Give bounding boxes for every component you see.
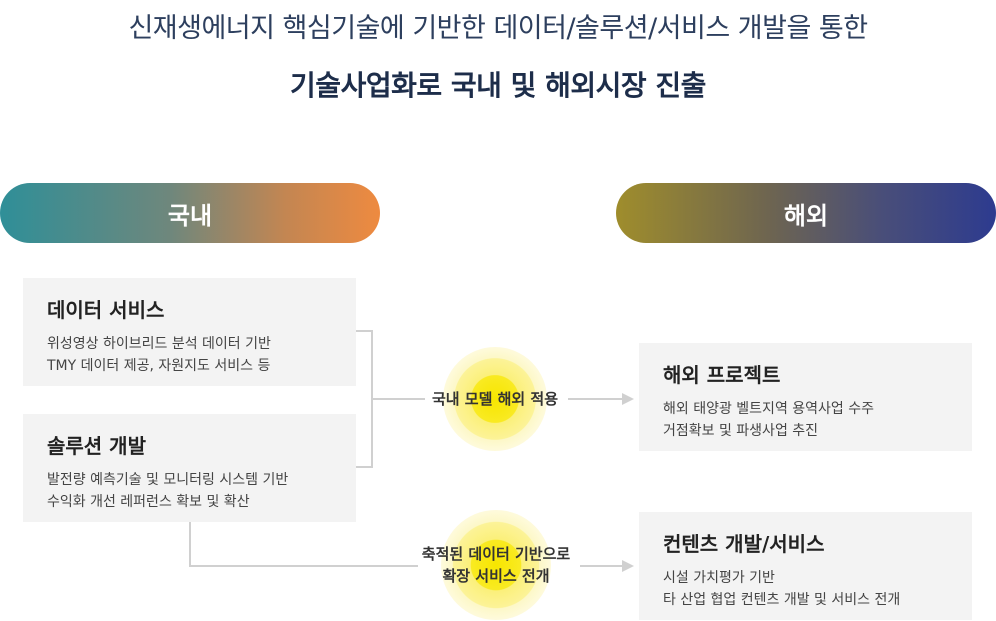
card-solution-dev: 솔루션 개발 발전량 예측기술 및 모니터링 시스템 기반 수익화 개선 레퍼런… xyxy=(23,414,356,522)
bottom-connector-label-line1: 축적된 데이터 기반으로 xyxy=(421,545,571,563)
card-data-service-title: 데이터 서비스 xyxy=(47,298,165,322)
bottom-connector-left xyxy=(189,522,418,567)
bottom-glow-node xyxy=(441,510,551,620)
card-data-service-line2: TMY 데이터 제공, 자원지도 서비스 등 xyxy=(47,358,271,374)
headline-line1: 신재생에너지 핵심기술에 기반한 데이터/솔루션/서비스 개발을 통한 xyxy=(128,13,868,44)
card-overseas-project-line2: 거점확보 및 파생사업 추진 xyxy=(663,423,819,439)
card-data-service-line1: 위성영상 하이브리드 분석 데이터 기반 xyxy=(47,336,271,352)
card-content-dev-line2: 타 산업 협업 컨텐츠 개발 및 서비스 전개 xyxy=(663,592,901,608)
headline-line2: 기술사업화로 국내 및 해외시장 진출 xyxy=(290,69,706,102)
card-overseas-project-line1: 해외 태양광 벨트지역 용역사업 수주 xyxy=(663,401,874,417)
bracket-line xyxy=(356,330,373,468)
top-glow-node xyxy=(443,347,547,451)
card-data-service: 데이터 서비스 위성영상 하이브리드 분석 데이터 기반 TMY 데이터 제공,… xyxy=(23,278,356,386)
card-overseas-project: 해외 프로젝트 해외 태양광 벨트지역 용역사업 수주 거점확보 및 파생사업 … xyxy=(639,343,972,451)
domestic-label: 국내 xyxy=(167,201,213,230)
card-solution-dev-line1: 발전량 예측기술 및 모니터링 시스템 기반 xyxy=(47,472,289,488)
bottom-connector-label: 축적된 데이터 기반으로 확장 서비스 전개 xyxy=(390,543,602,587)
card-content-dev-title: 컨텐츠 개발/서비스 xyxy=(663,532,825,556)
overseas-label: 해외 xyxy=(783,201,829,230)
card-solution-dev-line2: 수익화 개선 레퍼런스 확보 및 확산 xyxy=(47,494,250,510)
top-connector-label: 국내 모델 해외 적용 xyxy=(431,390,559,408)
bottom-connector-label-line2: 확장 서비스 전개 xyxy=(442,567,550,585)
card-solution-dev-title: 솔루션 개발 xyxy=(47,434,146,458)
card-content-dev-line1: 시설 가치평가 기반 xyxy=(663,570,775,586)
card-overseas-project-title: 해외 프로젝트 xyxy=(663,363,781,387)
domestic-header: 국내 xyxy=(0,183,380,243)
card-content-dev: 컨텐츠 개발/서비스 시설 가치평가 기반 타 산업 협업 컨텐츠 개발 및 서… xyxy=(639,512,972,620)
overseas-header: 해외 xyxy=(616,183,996,243)
